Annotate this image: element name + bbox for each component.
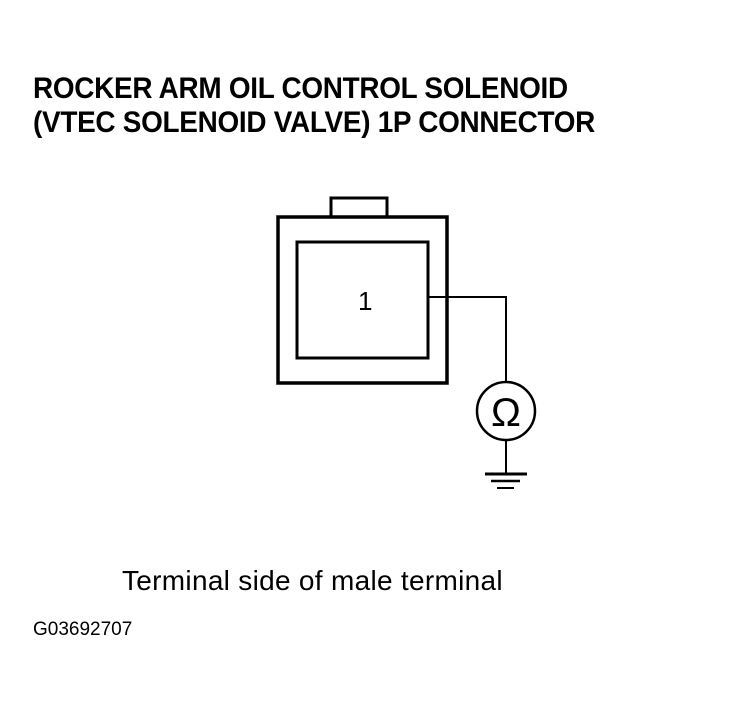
connector-latch-tab xyxy=(329,196,389,219)
ohm-symbol: Ω xyxy=(491,391,521,435)
ground-icon xyxy=(485,472,527,489)
title-line-1: ROCKER ARM OIL CONTROL SOLENOID xyxy=(33,72,568,105)
test-lead-wire xyxy=(428,296,507,382)
diagram-title: ROCKER ARM OIL CONTROL SOLENOID (VTEC SO… xyxy=(33,72,595,140)
figure-id: G03692707 xyxy=(33,619,133,640)
terminal-face xyxy=(295,240,430,360)
view-caption: Terminal side of male terminal xyxy=(122,565,503,596)
title-line-2: (VTEC SOLENOID VALVE) 1P CONNECTOR xyxy=(33,106,596,139)
ohmmeter-icon: Ω xyxy=(475,380,537,442)
pin-1-label: 1 xyxy=(358,286,372,316)
